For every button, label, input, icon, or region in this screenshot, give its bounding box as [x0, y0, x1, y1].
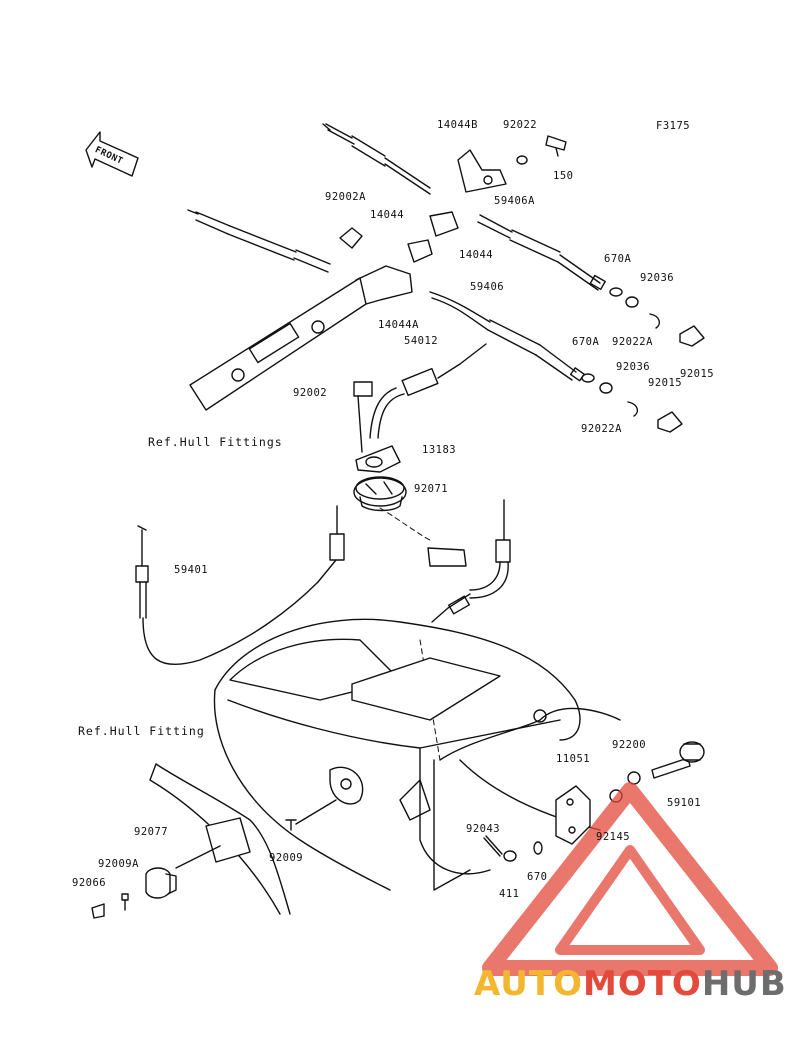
part-label-411: 411 [499, 888, 520, 900]
watermark-brand: AUTOMOTOHUB [474, 966, 787, 1002]
ref-hull-fitting: Ref.Hull Fitting [78, 724, 205, 738]
watermark-moto: MOTO [582, 964, 702, 1004]
part-label-92022A: 92022A [612, 336, 653, 348]
front-arrow-icon [85, 131, 139, 177]
hull-deck [149, 618, 621, 915]
part-label-670A: 670A [604, 253, 632, 265]
washers-nuts [581, 287, 705, 433]
part-label-92015: 92015 [648, 377, 683, 389]
part-label-92145: 92145 [596, 831, 631, 843]
part-label-92002: 92002 [293, 387, 328, 399]
part-label-59406A: 59406A [494, 195, 535, 207]
part-label-14044: 14044 [459, 249, 494, 261]
screws-92066-92009A [91, 799, 337, 919]
part-label-13183: 13183 [422, 444, 457, 456]
part-label-14044A: 14044A [378, 319, 419, 331]
part-label-11051: 11051 [556, 753, 591, 765]
choke-cable-54012 [353, 343, 487, 453]
part-label-670: 670 [527, 871, 548, 883]
part-label-92022A: 92022A [581, 423, 622, 435]
part-label-92200: 92200 [612, 739, 647, 751]
part-label-92077: 92077 [134, 826, 169, 838]
part-label-92066: 92066 [72, 877, 107, 889]
pump-parts [433, 741, 705, 891]
part-label-92022: 92022 [503, 119, 538, 131]
holder-14044 [407, 211, 459, 263]
watermark-triangle-logo [482, 782, 778, 976]
part-label-670A: 670A [572, 336, 600, 348]
watermark-hub: HUB [701, 964, 787, 1004]
part-label-92036: 92036 [640, 272, 675, 284]
part-label-59401: 59401 [174, 564, 209, 576]
hull-fitting-92077 [145, 817, 251, 899]
watermark-auto: AUTO [474, 964, 583, 1004]
part-label-92002A: 92002A [325, 191, 366, 203]
part-label-54012: 54012 [404, 335, 439, 347]
guide-lines [379, 507, 441, 761]
part-label-14044: 14044 [370, 209, 405, 221]
cable-59406A [322, 123, 606, 291]
part-label-59101: 59101 [667, 797, 702, 809]
cable-59406 [187, 209, 585, 382]
throttle-lever [427, 499, 511, 623]
figure-code: F3175 [656, 120, 691, 132]
plate-13183 [355, 445, 401, 473]
cable-bracket-plate [189, 227, 413, 411]
part-label-92015: 92015 [680, 368, 715, 380]
cap-92071 [353, 476, 407, 512]
part-label-92043: 92043 [466, 823, 501, 835]
part-label-59406: 59406 [470, 281, 505, 293]
part-label-14044B: 14044B [437, 119, 478, 131]
part-label-92009: 92009 [269, 852, 304, 864]
part-label-92071: 92071 [414, 483, 449, 495]
part-label-92036: 92036 [616, 361, 651, 373]
bracket-14044B [457, 135, 567, 193]
ref-hull-fittings: Ref.Hull Fittings [148, 435, 283, 449]
part-label-150: 150 [553, 170, 574, 182]
steering-cable-59401 [135, 505, 345, 666]
part-label-92009A: 92009A [98, 858, 139, 870]
